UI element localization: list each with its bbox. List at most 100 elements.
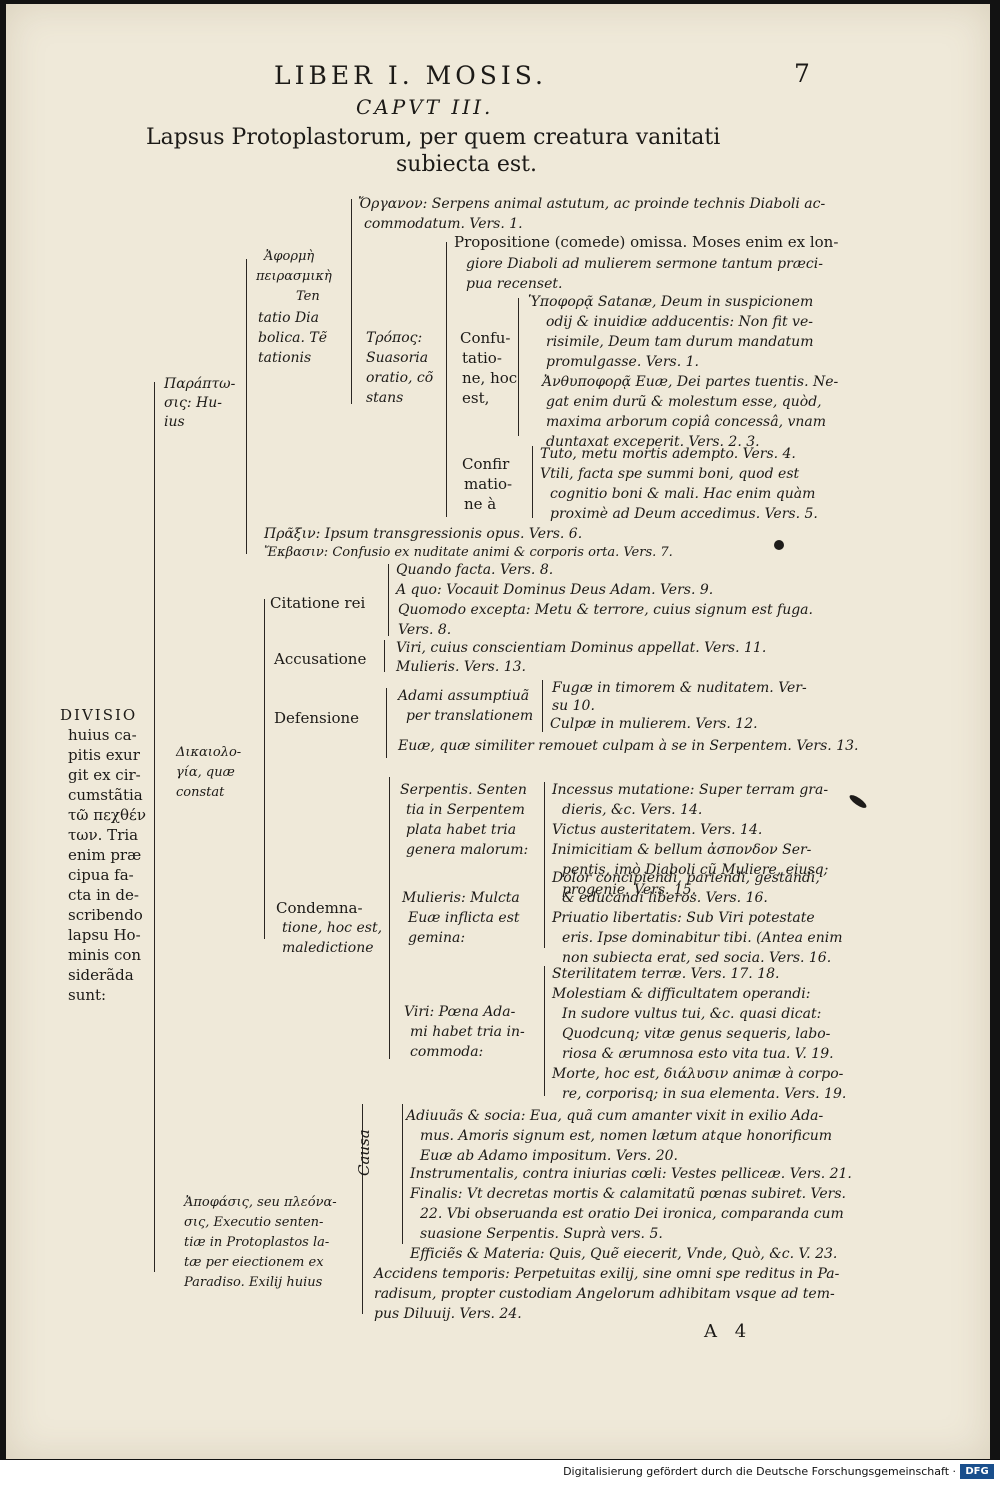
- defensione-fugae: Fugæ in timorem & nuditatem. Ver-: [552, 680, 807, 696]
- defensione-fugae: su 10.: [552, 698, 595, 714]
- divisio-line: cipua fa-: [68, 866, 134, 884]
- finalis-text: Finalis: Vt decretas mortis & calamitatũ…: [410, 1186, 846, 1202]
- condemnatione-bracket: [389, 777, 390, 1059]
- tropos-label: Suasoria: [366, 350, 429, 366]
- instrumentalis-text: Instrumentalis, contra iniurias cœli: Ve…: [410, 1166, 852, 1182]
- molestiam-text: Molestiam & difficultatem operandi:: [552, 986, 811, 1002]
- accusatione-label: Accusatione: [274, 650, 367, 668]
- priuatio-text: eris. Ipse dominabitur tibi. (Antea enim: [562, 930, 843, 946]
- accusatione-bracket: [384, 640, 385, 672]
- citatione-quando: Quando facta. Vers. 8.: [396, 562, 554, 578]
- condemnatione-label: maledictione: [282, 940, 374, 956]
- dolor-text: Dolor concipiendi, pariendi, gestandi,: [552, 870, 820, 886]
- divisio-line: lapsu Ho-: [68, 926, 141, 944]
- defensione-adami: Adami assumptiuã: [398, 688, 530, 704]
- mulieris-bracket: [544, 870, 545, 948]
- morte-text: re, corporisq; in sua elementa. Vers. 19…: [562, 1086, 847, 1102]
- mulieris-label: Euæ inflicta est: [408, 910, 520, 926]
- confirmatione-label: ne à: [464, 495, 497, 513]
- paraptosis-label: ius: [164, 414, 185, 430]
- aphorme-label: Ten: [296, 289, 320, 304]
- ink-blot: [774, 540, 784, 550]
- citatione-aquo: A quo: Vocauit Dominus Deus Adam. Vers. …: [396, 582, 714, 598]
- anthypophora-text: maxima arborum copiâ concessâ, vnam: [546, 414, 827, 430]
- citatione-quomodo: Vers. 8.: [398, 622, 452, 638]
- priuatio-text: non subiecta erat, sed socia. Vers. 16.: [562, 950, 832, 966]
- accusatione-viri: Viri, cuius conscientiam Dominus appella…: [396, 640, 767, 656]
- hypophora-text: risimile, Deum tam durum mandatum: [546, 334, 814, 350]
- anthypophora-text: gat enim durũ & molestum esse, quòd,: [546, 394, 822, 410]
- organon-text: Ὄργανον: Serpens animal astutum, ac proi…: [358, 196, 826, 212]
- confutatione-label: Confu-: [460, 329, 511, 347]
- confirmatione-label: Confir: [462, 455, 510, 473]
- divisio-line: git ex cir-: [68, 766, 141, 784]
- apophasis-bracket: [362, 1104, 363, 1314]
- divisio-line: των. Tria: [68, 826, 139, 844]
- mulieris-label: Mulieris: Mulcta: [402, 890, 520, 906]
- ekbasis-text: Ἔκβασιν: Confusio ex nuditate animi & co…: [264, 545, 673, 560]
- tropos-label: stans: [366, 390, 404, 406]
- dikaiologia-label: Δικαιολο-: [176, 745, 242, 760]
- vtili-text: Vtili, facta spe summi boni, quod est: [540, 466, 800, 482]
- paraptosis-label: Παρáπτω-: [164, 376, 236, 392]
- anthypophora-text: Ἀνθυποφορᾷ Euæ, Dei partes tuentis. Ne-: [542, 374, 839, 390]
- causa-bracket: [402, 1104, 403, 1244]
- inimicitiam-text: pentis, imò Diaboli cũ Muliere, eiusq;: [562, 862, 829, 878]
- divisio-line: cumstãtia: [68, 786, 143, 804]
- adiuuans-text: Euæ ab Adamo impositum. Vers. 20.: [420, 1148, 678, 1164]
- citatione-quomodo: Quomodo excepta: Metu & terrore, cuius s…: [398, 602, 813, 618]
- defensione-euae: Euæ, quæ similiter remouet culpam à se i…: [398, 738, 859, 754]
- divisio-line: enim præ: [68, 846, 142, 864]
- chapter-heading: CAPVT III.: [356, 95, 494, 119]
- divisio-line: pitis exur: [68, 746, 140, 764]
- divisio-line: cta in de-: [68, 886, 139, 904]
- serpentis-label: tia in Serpentem: [406, 802, 525, 818]
- divisio-line: minis con: [68, 946, 142, 964]
- propositione-text: pua recenset.: [466, 276, 563, 292]
- apophasis-label: Ἀποφάσις, seu πλεόνα-: [184, 1195, 337, 1210]
- condemnatione-label: tione, hoc est,: [282, 920, 383, 936]
- tropos-bracket: [446, 242, 447, 517]
- divisio-line: scribendo: [68, 906, 143, 924]
- propositione-text: giore Diaboli ad mulierem sermone tantum…: [466, 256, 823, 272]
- apophasis-label: σις, Executio senten-: [184, 1215, 324, 1230]
- vtili-text: cognitio boni & mali. Hac enim quàm: [550, 486, 816, 502]
- adiuuans-text: Adiuuãs & socia: Eua, quã cum amanter vi…: [406, 1108, 824, 1124]
- vtili-text: proximè ad Deum accedimus. Vers. 5.: [550, 506, 818, 522]
- incessus-text: Incessus mutatione: Super terram gra-: [552, 782, 829, 798]
- page-number: 7: [794, 59, 810, 88]
- defensione-culpae: Culpæ in mulierem. Vers. 12.: [550, 716, 758, 732]
- viri-label: mi habet tria in-: [410, 1024, 525, 1040]
- inimicitiam-text: Inimicitiam & bellum ἀσπονδον Ser-: [552, 842, 812, 858]
- page-subtitle: subiecta est.: [396, 152, 538, 177]
- serpentis-label: plata habet tria: [406, 822, 517, 838]
- divisio-line: siderãda: [68, 966, 134, 984]
- viri-bracket: [544, 966, 545, 1096]
- confutatione-label: est,: [462, 389, 490, 407]
- divisio-line: huius ca-: [68, 726, 137, 744]
- confutatione-label: ne, hoc: [462, 369, 518, 387]
- molestiam-text: riosa & ærumnosa esto vita tua. V. 19.: [562, 1046, 834, 1062]
- finalis-text: 22. Vbi obseruanda est oratio Dei ironic…: [420, 1206, 844, 1222]
- confutatione-label: tatio-: [462, 349, 502, 367]
- finalis-text: suasione Serpentis. Suprà vers. 5.: [420, 1226, 663, 1242]
- apophasis-label: Paradiso. Exilij huius: [184, 1275, 323, 1290]
- tuto-text: Tuto, metu mortis adempto. Vers. 4.: [540, 446, 796, 462]
- running-head: LIBER I. MOSIS.: [274, 61, 547, 90]
- hypophora-text: Ὑποφορᾷ Satanæ, Deum in suspicionem: [528, 294, 814, 310]
- paraptosis-label: σις: Hu-: [164, 395, 223, 411]
- divisio-line: DIVISIO: [60, 706, 138, 724]
- confutatione-bracket: [518, 298, 519, 436]
- hypophora-text: odij & inuidiæ adducentis: Non fit ve-: [546, 314, 813, 330]
- dfg-logo: DFG: [960, 1464, 994, 1479]
- confirmatione-label: matio-: [464, 475, 513, 493]
- efficiens-text: Efficiẽs & Materia: Quis, Quẽ eiecerit, …: [410, 1246, 838, 1262]
- dikaiologia-label: constat: [176, 785, 225, 800]
- viri-label: Viri: Pœna Ada-: [404, 1004, 516, 1020]
- citatione-bracket: [388, 564, 389, 636]
- dikaiologia-label: γία, quæ: [176, 765, 235, 780]
- citatione-label: Citatione rei: [270, 594, 366, 612]
- apophasis-label: tæ per eiectionem ex: [184, 1255, 324, 1270]
- causa-label: Causa: [355, 1129, 373, 1176]
- praxis-text: Πρᾶξιν: Ipsum transgressionis opus. Vers…: [264, 526, 583, 542]
